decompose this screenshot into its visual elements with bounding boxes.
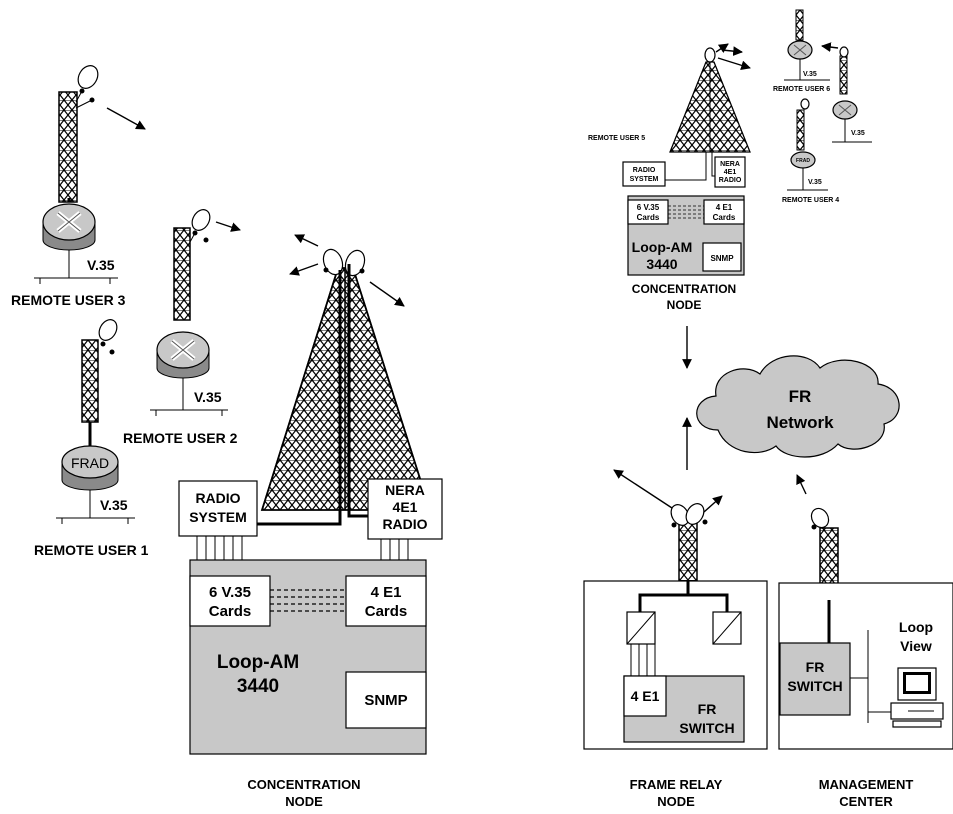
fr-switch-label-2: SWITCH <box>679 720 734 736</box>
mini-frad-label: FRAD <box>796 158 810 164</box>
loop-view-label-2: View <box>900 638 932 654</box>
mini-nera-label-2: 4E1 <box>724 169 737 176</box>
router-icon <box>156 331 210 379</box>
remote-user-2-station: V.35 REMOTE USER 2 <box>123 209 241 446</box>
mini-nera-label-1: NERA <box>720 161 740 168</box>
e1-cards-box <box>345 575 427 627</box>
radio-system-label-1: RADIO <box>195 490 240 506</box>
management-caption-2: CENTER <box>839 794 893 809</box>
loop-am-label-1: Loop-AM <box>217 652 299 673</box>
v35-label: V.35 <box>100 497 128 513</box>
concentration-node-caption-2: NODE <box>285 794 323 809</box>
mini-e1-cards-label-1: 4 E1 <box>716 203 733 212</box>
v35-cards-box <box>189 575 271 627</box>
dish-antenna-icon <box>685 503 705 525</box>
mini-v35-label-3: V.35 <box>808 179 822 186</box>
dish-antenna-icon <box>810 507 830 529</box>
nera-label-3: RADIO <box>382 516 427 532</box>
mini-radio-label-2: SYSTEM <box>630 176 659 183</box>
remote-user-4-label: REMOTE USER 4 <box>782 197 839 204</box>
fr-switch-label-1: FR <box>698 701 717 717</box>
remote-user-3-label: REMOTE USER 3 <box>11 292 126 308</box>
mini-v35-cards-label-2: Cards <box>637 213 660 222</box>
e1-cards-label-2: Cards <box>365 603 408 620</box>
dish-antenna-icon <box>77 65 99 89</box>
loop-am-label-2: 3440 <box>237 676 279 697</box>
v35-label: V.35 <box>194 389 222 405</box>
remote-user-6-label: REMOTE USER 6 <box>773 86 830 93</box>
frad-device-icon: FRAD <box>61 445 119 491</box>
dish-antenna-icon <box>191 209 211 231</box>
card-interconnect <box>270 589 346 612</box>
snmp-label: SNMP <box>364 692 407 709</box>
mini-caption-1: CONCENTRATION <box>632 282 736 296</box>
management-caption-1: MANAGEMENT <box>819 777 914 792</box>
remote-user-1-station: FRAD V.35 REMOTE USER 1 <box>34 319 149 558</box>
radio-system-label-2: SYSTEM <box>189 509 247 525</box>
mgmt-fr-switch-box <box>779 642 851 716</box>
dish-antenna-icon <box>704 47 716 63</box>
mini-v35-cards-label-1: 6 V.35 <box>637 203 660 212</box>
nera-label-1: NERA <box>385 482 425 498</box>
v35-label: V.35 <box>87 257 115 273</box>
fr-e1-label: 4 E1 <box>631 688 660 704</box>
mini-caption-2: NODE <box>667 298 702 312</box>
e1-cards-label-1: 4 E1 <box>371 584 402 601</box>
mini-radio-label-1: RADIO <box>633 167 656 174</box>
cloud-label-1: FR <box>789 387 812 406</box>
v35-cards-label-2: Cards <box>209 603 252 620</box>
loop-view-label-1: Loop <box>899 619 933 635</box>
mini-e1-cards-label-2: Cards <box>713 213 736 222</box>
snmp-box <box>345 671 427 729</box>
mini-loop-am-label-1: Loop-AM <box>632 239 693 255</box>
radio-system-box <box>178 480 258 537</box>
mini-nera-label-3: RADIO <box>719 177 742 184</box>
nera-label-2: 4E1 <box>393 499 418 515</box>
antenna-mast-icon <box>58 91 78 203</box>
remote-user-3-station: V.35 REMOTE USER 3 <box>11 65 146 308</box>
remote-user-5-label: REMOTE USER 5 <box>588 135 645 142</box>
router-icon <box>42 203 96 251</box>
frame-relay-node: 4 E1 FR SWITCH FRAME RELAY NODE <box>583 417 768 809</box>
mini-loop-am-label-2: 3440 <box>646 256 677 272</box>
fr-network-cloud: FR Network <box>696 355 900 458</box>
management-center: FR SWITCH Loop View MANAGEMENT CENTER <box>778 474 953 809</box>
mgmt-switch-label-1: FR <box>806 659 825 675</box>
mini-snmp-label: SNMP <box>710 254 734 263</box>
v35-cards-label-1: 6 V.35 <box>209 584 251 601</box>
nera-radio-box <box>367 478 443 540</box>
mini-v35-label-2: V.35 <box>851 130 865 137</box>
antenna-mast-icon <box>173 227 191 321</box>
mini-v35-label: V.35 <box>803 71 817 78</box>
frame-relay-caption-2: NODE <box>657 794 695 809</box>
mgmt-switch-label-2: SWITCH <box>787 678 842 694</box>
concentration-tower <box>260 234 432 511</box>
frame-relay-caption-1: FRAME RELAY <box>630 777 723 792</box>
frad-label: FRAD <box>71 455 109 471</box>
computer-icon <box>868 667 944 728</box>
remote-user-2-label: REMOTE USER 2 <box>123 430 238 446</box>
concentration-node-caption-1: CONCENTRATION <box>247 777 360 792</box>
dish-antenna-icon <box>322 248 344 276</box>
remote-user-1-label: REMOTE USER 1 <box>34 542 149 558</box>
antenna-mast-icon <box>81 339 99 423</box>
mini-concentration-node: REMOTE USER 5 RADIO SYSTEM NERA 4E1 RADI… <box>588 9 872 312</box>
dish-antenna-icon <box>98 319 118 341</box>
cloud-label-2: Network <box>766 413 834 432</box>
